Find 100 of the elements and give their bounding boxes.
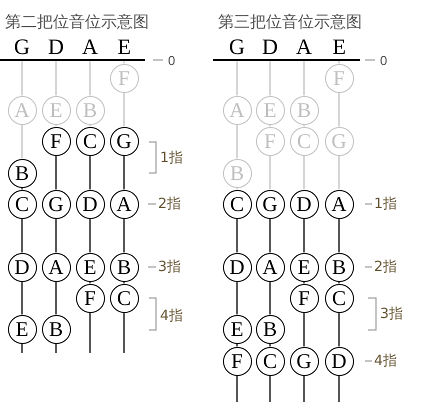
fret-number: 0 [168,54,176,66]
string-line [123,92,125,126]
string-line [269,156,271,190]
string-line [236,218,238,252]
note-circle: G [324,126,354,156]
note-circle: B [76,96,104,124]
panel-heading: 第三把位音位示意图 [218,14,362,30]
note-circle: A [42,252,70,282]
string-name: D [262,36,278,58]
string-line [55,218,57,252]
string-name: G [229,36,245,58]
string-line [236,124,238,158]
string-line [21,218,23,252]
string-line [89,156,91,190]
note-circle: E [76,252,104,282]
finger-label: 4指 [160,309,183,323]
string-line [89,61,91,96]
string-line [303,61,305,96]
string-name: D [48,36,64,58]
string-line [21,124,23,158]
string-line [55,344,57,353]
string-line [236,282,238,314]
note-circle: F [42,126,70,156]
note-circle: D [222,252,252,282]
string-line [123,218,125,252]
note-circle: F [222,346,252,376]
string-name: E [118,36,131,58]
finger-label: 3指 [380,307,403,321]
string-name: G [14,36,30,58]
string-line [303,156,305,190]
string-line [269,282,271,314]
note-circle: B [8,158,36,188]
note-circle: G [110,126,138,156]
string-name: E [332,36,346,58]
finger-label: 1指 [160,151,183,165]
string-line [123,156,125,190]
note-circle: C [222,190,252,218]
string-line [21,282,23,314]
note-circle: B [222,158,252,188]
note-circle: F [290,284,318,312]
note-circle: F [110,64,138,92]
note-circle: C [290,126,318,156]
note-circle: C [256,346,284,376]
note-circle: E [256,96,284,124]
finger-label: 4指 [374,354,397,368]
string-line [236,61,238,96]
note-circle: G [42,190,70,218]
finger-label: 2指 [158,197,181,211]
note-circle: E [42,96,70,124]
string-line [269,61,271,96]
note-circle: A [110,190,138,218]
note-circle: F [256,126,284,156]
note-circle: C [8,190,36,218]
note-circle: B [324,252,354,282]
note-circle: C [324,284,354,312]
note-circle: A [222,96,252,124]
note-circle: D [76,190,104,218]
note-circle: F [76,284,104,312]
note-circle: G [256,190,284,218]
string-line [338,61,340,64]
string-line [123,312,125,353]
panel-heading: 第二把位音位示意图 [5,14,149,30]
note-circle: E [290,252,318,282]
string-line [21,344,23,353]
string-line [123,61,125,64]
note-circle: C [76,126,104,156]
string-line [89,218,91,252]
string-line [338,376,340,402]
string-line [303,376,305,402]
note-circle: A [324,190,354,218]
string-line [55,61,57,96]
string-line [338,218,340,252]
note-circle: D [324,346,354,376]
finger-label: 3指 [158,260,181,274]
string-name: A [82,36,98,58]
string-line [269,218,271,252]
note-circle: A [8,96,36,124]
string-line [89,312,91,353]
note-circle: B [256,314,284,344]
string-line [303,218,305,252]
string-line [236,376,238,402]
note-circle: B [110,252,138,282]
string-line [338,156,340,190]
string-line [338,92,340,126]
note-circle: G [290,346,318,376]
note-circle: C [110,284,138,312]
string-name: A [296,36,312,58]
note-circle: D [290,190,318,218]
fret-number: 0 [380,54,388,66]
string-line [21,61,23,96]
string-line [55,156,57,190]
note-circle: B [42,314,70,344]
finger-label: 1指 [374,197,397,211]
note-circle: D [8,252,36,282]
note-circle: F [324,64,354,92]
string-line [338,312,340,346]
note-circle: A [256,252,284,282]
note-circle: E [8,314,36,344]
note-circle: B [290,96,318,124]
string-line [303,312,305,346]
